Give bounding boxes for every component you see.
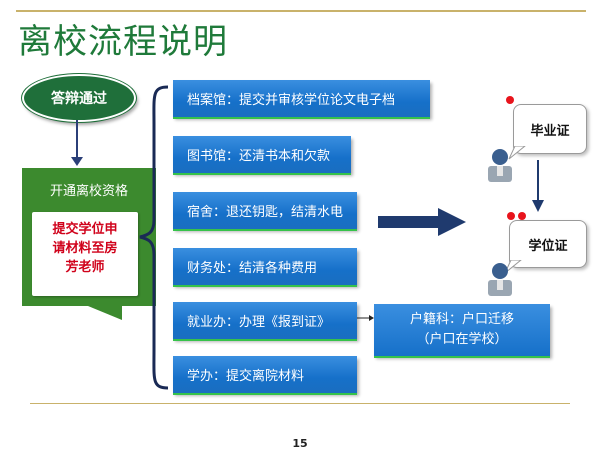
small-arrow: [357, 315, 374, 321]
qualification-note-line: 芳老师: [65, 260, 105, 275]
step-finance: 财务处：结清各种费用: [173, 248, 357, 285]
callout-tail: [508, 146, 526, 160]
hukou-line: （户口在学校）: [416, 332, 508, 347]
flow-arrow-shaft: [76, 120, 78, 160]
start-node: 答辩通过: [22, 74, 136, 122]
top-rule: [16, 10, 586, 12]
hukou-line: 户籍科：户口迁移: [409, 312, 514, 327]
brace-connector: [139, 85, 169, 390]
qualification-note-line: 请材料至房: [52, 241, 118, 256]
step-student-office: 学办：提交离院材料: [173, 356, 357, 393]
down-arrow-icon: [532, 160, 544, 212]
qualification-note-line: 提交学位申: [52, 222, 118, 237]
red-dot: [506, 96, 514, 104]
step-employment: 就业办：办理《报到证》: [173, 302, 357, 339]
qualification-note-box: [32, 212, 138, 296]
person-icon: [488, 149, 512, 182]
page-number: 15: [292, 437, 308, 450]
hukou-box: 户籍科：户口迁移 （户口在学校）: [374, 304, 550, 356]
degree-callout: 学位证: [509, 220, 587, 268]
page-title: 离校流程说明: [18, 22, 228, 62]
step-archives: 档案馆：提交并审核学位论文电子档: [173, 80, 430, 117]
red-dot: [518, 212, 526, 220]
qualification-box-tail: [88, 306, 122, 320]
qualification-note: 提交学位申 请材料至房 芳老师: [32, 220, 138, 277]
qualification-title: 开通离校资格: [49, 184, 128, 199]
person-icon: [488, 263, 512, 296]
step-dormitory: 宿舍：退还钥匙，结清水电: [173, 192, 357, 229]
step-library: 图书馆：还清书本和欠款: [173, 136, 351, 173]
big-arrow-icon: [378, 208, 466, 236]
bottom-rule: [30, 403, 570, 404]
callout-tail: [504, 260, 522, 274]
red-dot: [507, 212, 515, 220]
flow-arrow-head: [71, 157, 83, 166]
